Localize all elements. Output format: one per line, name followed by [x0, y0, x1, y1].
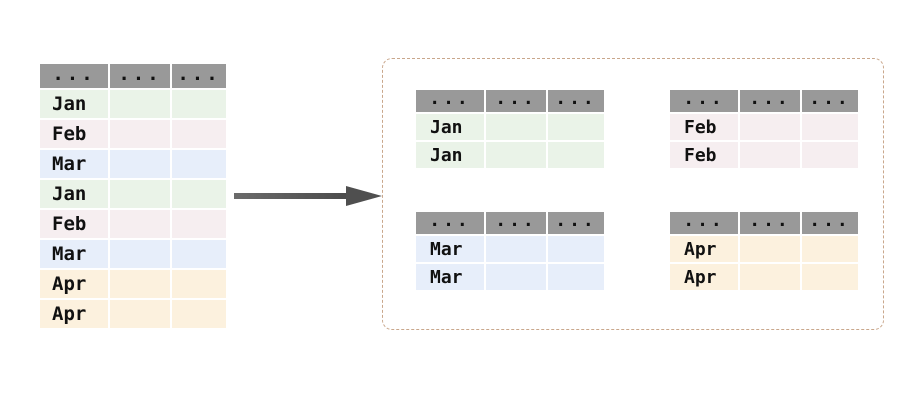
row-data-cell: [486, 142, 546, 168]
column-header-3: ...: [548, 212, 604, 234]
row-data-cell: [172, 240, 226, 268]
row-data-cell: [172, 210, 226, 238]
column-header-3: ...: [802, 212, 858, 234]
row-label-cell: Feb: [40, 120, 108, 148]
row-label-cell: Apr: [40, 300, 108, 328]
table-header-row: ... ... ...: [670, 90, 858, 112]
row-label-cell: Jan: [40, 90, 108, 118]
row-data-cell: [548, 114, 604, 140]
column-header-3: ...: [548, 90, 604, 112]
column-header-2: ...: [110, 64, 170, 88]
column-header-2: ...: [740, 90, 800, 112]
row-data-cell: [110, 270, 170, 298]
row-data-cell: [802, 264, 858, 290]
table-row: Jan: [40, 90, 226, 118]
row-data-cell: [110, 240, 170, 268]
row-data-cell: [802, 142, 858, 168]
row-data-cell: [486, 114, 546, 140]
column-header-2: ...: [486, 212, 546, 234]
column-header-3: ...: [802, 90, 858, 112]
source-table-header: ... ... ...: [40, 64, 226, 88]
row-label-cell: Feb: [670, 114, 738, 140]
row-data-cell: [110, 90, 170, 118]
column-header-1: ...: [416, 90, 484, 112]
row-data-cell: [486, 236, 546, 262]
row-label-cell: Jan: [40, 180, 108, 208]
table-row: Apr: [670, 236, 858, 262]
row-data-cell: [110, 210, 170, 238]
table-row: Jan: [416, 114, 604, 140]
table-row: Jan: [416, 142, 604, 168]
table-row: Mar: [416, 264, 604, 290]
row-label-cell: Feb: [670, 142, 738, 168]
row-label-cell: Apr: [40, 270, 108, 298]
row-data-cell: [548, 264, 604, 290]
row-data-cell: [172, 270, 226, 298]
table-row: Feb: [40, 120, 226, 148]
table-row: Apr: [40, 270, 226, 298]
table-row: Apr: [40, 300, 226, 328]
row-data-cell: [740, 236, 800, 262]
row-data-cell: [486, 264, 546, 290]
row-data-cell: [110, 120, 170, 148]
column-header-2: ...: [486, 90, 546, 112]
row-data-cell: [802, 236, 858, 262]
column-header-1: ...: [416, 212, 484, 234]
table-row: Mar: [40, 240, 226, 268]
column-header-3: ...: [172, 64, 226, 88]
row-label-cell: Apr: [670, 264, 738, 290]
column-header-1: ...: [40, 64, 108, 88]
row-label-cell: Jan: [416, 114, 484, 140]
row-data-cell: [740, 264, 800, 290]
arrow-icon: [234, 186, 382, 206]
table-header-row: ... ... ...: [670, 212, 858, 234]
row-data-cell: [740, 142, 800, 168]
row-label-cell: Apr: [670, 236, 738, 262]
row-data-cell: [802, 114, 858, 140]
row-label-cell: Mar: [40, 240, 108, 268]
row-data-cell: [110, 300, 170, 328]
row-data-cell: [172, 90, 226, 118]
row-data-cell: [548, 236, 604, 262]
row-data-cell: [548, 142, 604, 168]
table-row: Feb: [670, 142, 858, 168]
row-data-cell: [172, 300, 226, 328]
row-label-cell: Mar: [416, 236, 484, 262]
row-label-cell: Mar: [40, 150, 108, 178]
table-row: Feb: [40, 210, 226, 238]
table-header-row: ... ... ...: [416, 90, 604, 112]
table-row: Mar: [40, 150, 226, 178]
row-data-cell: [110, 150, 170, 178]
column-header-1: ...: [670, 212, 738, 234]
row-data-cell: [172, 150, 226, 178]
row-label-cell: Mar: [416, 264, 484, 290]
table-row: Jan: [40, 180, 226, 208]
row-data-cell: [740, 114, 800, 140]
row-label-cell: Jan: [416, 142, 484, 168]
column-header-2: ...: [740, 212, 800, 234]
table-header-row: ... ... ...: [40, 64, 226, 88]
partition-group-container: [382, 58, 884, 330]
row-label-cell: Feb: [40, 210, 108, 238]
table-header-row: ... ... ...: [416, 212, 604, 234]
row-data-cell: [172, 180, 226, 208]
table-row: Apr: [670, 264, 858, 290]
transform-arrow: [234, 183, 382, 209]
column-header-1: ...: [670, 90, 738, 112]
table-row: Feb: [670, 114, 858, 140]
row-data-cell: [172, 120, 226, 148]
table-row: Mar: [416, 236, 604, 262]
row-data-cell: [110, 180, 170, 208]
